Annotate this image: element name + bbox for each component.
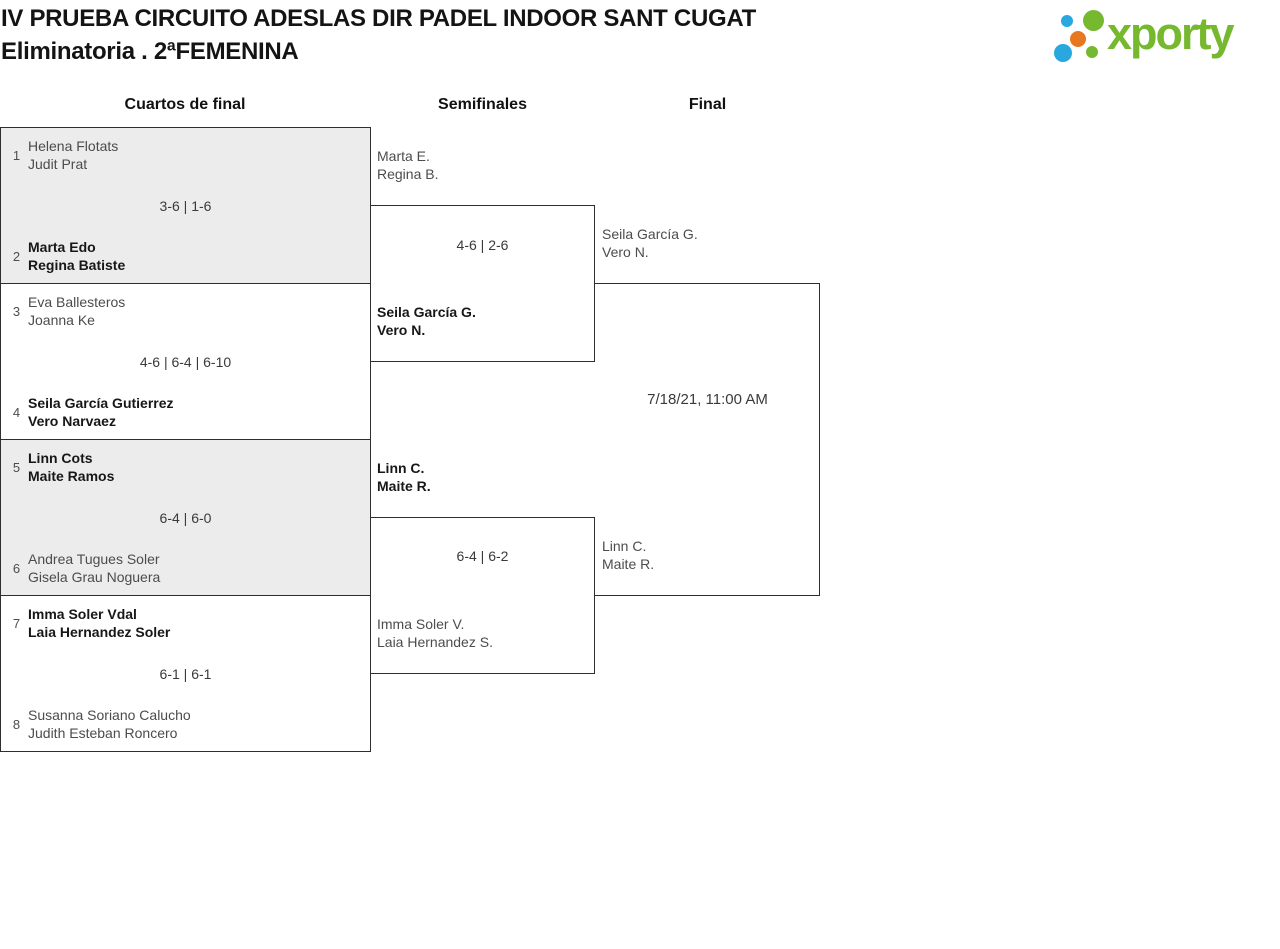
player-name: Linn C. [602,538,647,554]
team-row: 4 Seila García Gutierrez Vero Narvaez [9,394,360,430]
player-name: Vero N. [602,244,649,260]
round-header-semifinales: Semifinales [438,96,527,113]
logo-dot-green-big-icon [1083,10,1104,31]
logo-dot-green-small-icon [1086,46,1098,58]
team-names: Linn Cots Maite Ramos [28,449,114,485]
team-names: Seila García Gutierrez Vero Narvaez [28,394,174,430]
match-quarterfinal-4[interactable]: 7 Imma Soler Vdal Laia Hernandez Soler 6… [0,595,371,752]
tournament-title: IV PRUEBA CIRCUITO ADESLAS DIR PADEL IND… [1,5,756,32]
player-name: Judith Esteban Roncero [28,725,178,741]
player-name: Maite R. [377,478,431,494]
header-titles: IV PRUEBA CIRCUITO ADESLAS DIR PADEL IND… [1,2,756,68]
sf1-team-bottom: Seila García G. Vero N. [377,303,476,339]
player-name: Marta Edo [28,239,96,255]
seed-number: 7 [12,615,21,631]
round-header-final: Final [688,96,727,113]
player-name: Linn C. [377,460,425,476]
player-name: Andrea Tugues Soler [28,551,160,567]
match-score: 4-6 | 6-4 | 6-10 [139,353,232,370]
match-score: 6-4 | 6-0 [159,509,212,526]
player-name: Imma Soler Vdal [28,606,137,622]
category-subtitle: Eliminatoria . 2ªFEMENINA [1,38,299,65]
team-row: 3 Eva Ballesteros Joanna Ke [9,293,360,329]
team-names: Eva Ballesteros Joanna Ke [28,293,125,329]
final-schedule: 7/18/21, 11:00 AM [647,391,768,408]
match-quarterfinal-2[interactable]: 3 Eva Ballesteros Joanna Ke 4-6 | 6-4 | … [0,283,371,440]
sf1-score: 4-6 | 2-6 [456,237,509,253]
player-name: Regina Batiste [28,257,126,273]
logo-dot-orange-icon [1070,31,1086,47]
player-name: Vero N. [377,322,426,338]
logo-wordmark: xporty [1107,8,1235,59]
seed-number: 8 [12,716,21,732]
seed-number: 4 [12,404,21,420]
sf2-team-bottom: Imma Soler V. Laia Hernandez S. [377,615,493,651]
final-team-bottom: Linn C. Maite R. [602,537,654,573]
player-name: Gisela Grau Noguera [28,569,161,585]
seed-number: 2 [12,248,21,264]
team-names: Imma Soler Vdal Laia Hernandez Soler [28,605,170,641]
team-row: 6 Andrea Tugues Soler Gisela Grau Noguer… [9,550,360,586]
xporty-logo[interactable]: xporty [1045,4,1280,68]
sf2-team-top: Linn C. Maite R. [377,459,431,495]
player-name: Seila García G. [377,304,476,320]
player-name: Marta E. [377,148,430,164]
team-row: 8 Susanna Soriano Calucho Judith Esteban… [9,706,360,742]
seed-number: 6 [12,560,21,576]
player-name: Eva Ballesteros [28,294,126,310]
team-names: Susanna Soriano Calucho Judith Esteban R… [28,706,191,742]
player-name: Judit Prat [28,156,88,172]
match-final[interactable] [595,283,820,596]
player-name: Regina B. [377,166,439,182]
match-quarterfinal-3[interactable]: 5 Linn Cots Maite Ramos 6-4 | 6-0 6 Andr… [0,439,371,596]
logo-dot-blue-big-icon [1054,44,1072,62]
player-name: Linn Cots [28,450,93,466]
match-semifinal-1[interactable] [370,205,595,362]
player-name: Seila García G. [602,226,698,242]
seed-number: 3 [12,303,21,319]
player-name: Vero Narvaez [28,413,116,429]
team-row: 7 Imma Soler Vdal Laia Hernandez Soler [9,605,360,641]
player-name: Seila García Gutierrez [28,395,174,411]
final-team-top: Seila García G. Vero N. [602,225,698,261]
team-row: 5 Linn Cots Maite Ramos [9,449,360,485]
seed-number: 5 [12,459,21,475]
player-name: Laia Hernandez S. [377,634,493,650]
team-names: Andrea Tugues Soler Gisela Grau Noguera [28,550,160,586]
logo-dot-blue-small-icon [1061,15,1073,27]
player-name: Maite Ramos [28,468,115,484]
sf1-team-top: Marta E. Regina B. [377,147,438,183]
player-name: Helena Flotats [28,138,119,154]
team-names: Helena Flotats Judit Prat [28,137,118,173]
match-score: 3-6 | 1-6 [159,197,212,214]
seed-number: 1 [12,147,21,163]
player-name: Imma Soler V. [377,616,465,632]
player-name: Joanna Ke [28,312,95,328]
match-semifinal-2[interactable] [370,517,595,674]
team-row: 2 Marta Edo Regina Batiste [9,238,360,274]
sf2-score: 6-4 | 6-2 [456,548,509,564]
team-names: Marta Edo Regina Batiste [28,238,125,274]
player-name: Susanna Soriano Calucho [28,707,191,723]
team-row: 1 Helena Flotats Judit Prat [9,137,360,173]
match-score: 6-1 | 6-1 [159,665,212,682]
match-quarterfinal-1[interactable]: 1 Helena Flotats Judit Prat 3-6 | 1-6 2 … [0,127,371,284]
player-name: Maite R. [602,556,655,572]
round-header-cuartos: Cuartos de final [124,96,246,113]
player-name: Laia Hernandez Soler [28,624,171,640]
